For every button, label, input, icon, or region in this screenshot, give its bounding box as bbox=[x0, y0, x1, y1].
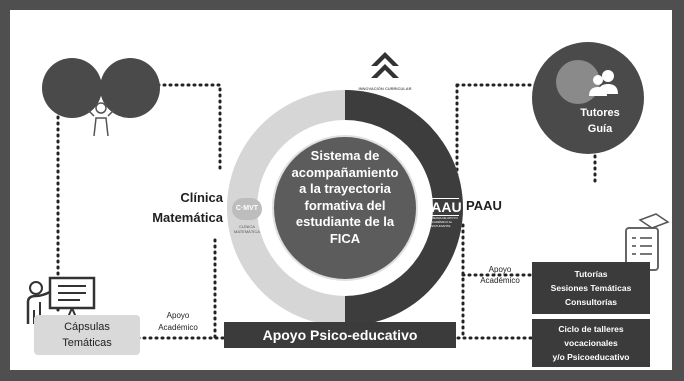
tutores-label: Tutores Guía bbox=[570, 105, 630, 137]
center-title-line: Sistema de bbox=[310, 148, 380, 163]
center-title-line: a la trayectoria bbox=[299, 181, 391, 196]
services-line: Consultorías bbox=[565, 297, 617, 307]
center-disc bbox=[272, 135, 418, 281]
tutores-circle bbox=[532, 42, 644, 154]
apoyo-left-line: Académico bbox=[158, 323, 198, 332]
services-line: Tutorías bbox=[574, 269, 608, 279]
tutores-label-line: Tutores bbox=[580, 107, 620, 119]
checklist-graduation-icon bbox=[625, 213, 670, 271]
apoyo-right-line: Académico bbox=[480, 276, 520, 285]
capsulas-tematicas-box: Cápsulas Temáticas bbox=[34, 315, 140, 355]
services-line: Sesiones Temáticas bbox=[550, 283, 632, 293]
paau-logo-text: PAAU bbox=[423, 198, 462, 216]
center-title: Sistema de acompañamiento a la trayector… bbox=[285, 148, 405, 273]
tutores-label-line: Guía bbox=[587, 123, 613, 135]
apoyo-left-line: Apoyo bbox=[166, 311, 190, 320]
clinica-matematica-label: Clínica Matemática bbox=[138, 188, 223, 228]
innovacion-logo-caption: INNOVACIÓN CURRICULAR bbox=[358, 86, 412, 91]
apoyo-academico-left: Apoyo Académico bbox=[148, 310, 208, 334]
services-box: Tutorías Sesiones Temáticas Consultorías bbox=[532, 262, 650, 314]
center-title-line: estudiante de la bbox=[295, 214, 395, 229]
presenter-icon bbox=[26, 276, 96, 324]
central-ring bbox=[227, 90, 463, 326]
diagram-canvas: INNOVACIÓN CURRICULAR Sistema de acompañ… bbox=[10, 10, 672, 370]
cmvt-caption-line: MATEMÁTICA bbox=[234, 229, 260, 234]
talleres-box: Ciclo de talleres vocacionales y/o Psico… bbox=[532, 319, 650, 367]
center-title-line: FICA bbox=[329, 230, 361, 246]
capsulas-line: Temáticas bbox=[62, 337, 112, 349]
center-title-line: acompañamiento bbox=[291, 164, 399, 180]
talleres-line: y/o Psicoeducativo bbox=[552, 352, 630, 362]
paau-caption-line: ACADÉMICO AL ESTUDIANTE bbox=[429, 220, 453, 228]
talleres-line: Ciclo de talleres bbox=[558, 324, 624, 334]
connector-paau-talleres bbox=[461, 223, 535, 340]
paau-logo: PAAU PROGRAMA DE APOYO ACADÉMICO AL ESTU… bbox=[423, 198, 462, 238]
paau-label: PAAU bbox=[466, 198, 502, 213]
clinica-label-line: Matemática bbox=[152, 210, 223, 225]
cmvt-logo-caption: CLÍNICA MATEMÁTICA bbox=[227, 224, 267, 234]
apoyo-right-line: Apoyo bbox=[488, 265, 512, 274]
clinica-label-line: Clínica bbox=[180, 190, 223, 205]
collaboration-heads-icon bbox=[42, 58, 160, 137]
tutores-inner-circle bbox=[556, 60, 600, 104]
center-title-line: formativa del bbox=[304, 197, 386, 213]
talleres-line: vocacionales bbox=[564, 338, 618, 348]
apoyo-psicoeducativo-banner: Apoyo Psico-educativo bbox=[224, 322, 456, 348]
capsulas-line: Cápsulas bbox=[64, 321, 110, 333]
cmvt-caption-line: CLÍNICA bbox=[239, 224, 255, 229]
innovacion-logo-icon bbox=[371, 52, 399, 78]
people-icon bbox=[589, 70, 618, 96]
paau-caption-line: PROGRAMA DE APOYO bbox=[424, 216, 458, 220]
connector-lines bbox=[56, 83, 597, 342]
paau-logo-caption: PROGRAMA DE APOYO ACADÉMICO AL ESTUDIANT… bbox=[423, 216, 459, 228]
cmvt-logo: C·MVT bbox=[232, 198, 262, 220]
connector-top-left bbox=[156, 83, 222, 172]
apoyo-academico-right: Apoyo Académico bbox=[470, 264, 530, 286]
